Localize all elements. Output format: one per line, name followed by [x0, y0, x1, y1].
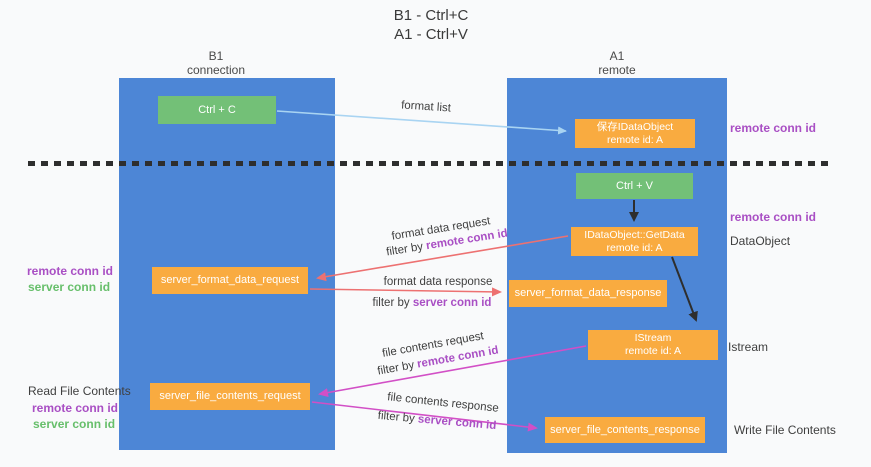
lane-header-a1: A1 remote [557, 49, 677, 77]
lane-b1-subtitle: connection [186, 63, 246, 77]
annotation-server-conn-id-mid-left: server conn id [28, 280, 111, 294]
server-file-contents-request-box: server_file_contents_request [150, 383, 310, 410]
annotation-read-file-contents: Read File Contents [28, 384, 131, 398]
label-filter-by-server-2: filter by server conn id [377, 410, 496, 432]
label-format-data-response: format data response [383, 276, 493, 288]
phase-divider-dashed-line [28, 161, 832, 166]
diagram-title: B1 - Ctrl+C A1 - Ctrl+V [331, 6, 531, 44]
server-format-data-response-box: server_format_data_response [509, 280, 667, 307]
annotation-dataobject: DataObject [730, 234, 791, 248]
getdata-line2: remote id: A [606, 241, 663, 254]
filter-by-text: filter by [377, 409, 419, 426]
idataobject-getdata-box: IDataObject::GetData remote id: A [571, 227, 698, 256]
lane-b1-name: B1 [208, 49, 224, 63]
filter-by-text: filter by [385, 240, 428, 259]
label-filter-by-server-1: filter by server conn id [373, 297, 492, 309]
filter-by-text: filter by [376, 358, 419, 378]
server-format-data-response-label: server_format_data_response [514, 287, 662, 299]
getdata-line1: IDataObject::GetData [584, 228, 685, 241]
annotation-istream: Istream [728, 340, 769, 354]
ctrl-c-box: Ctrl + C [158, 96, 276, 124]
annotation-server-conn-id-bottom-left: server conn id [33, 417, 116, 431]
lane-a1-name: A1 [609, 49, 625, 63]
server-file-contents-request-label: server_file_contents_request [159, 390, 301, 402]
annotation-remote-conn-id-mid-left: remote conn id [27, 264, 114, 278]
istream-line2: remote id: A [624, 345, 682, 357]
title-line-1: B1 - Ctrl+C [393, 7, 469, 24]
ctrl-c-label: Ctrl + C [198, 103, 236, 116]
ctrl-v-label: Ctrl + V [616, 179, 653, 192]
save-idataobject-box: 保存IDataObject remote id: A [575, 119, 695, 148]
arrow-format-data-response [309, 287, 502, 297]
save-idataobject-line1: 保存IDataObject [596, 120, 674, 133]
server-conn-id-text: server conn id [412, 297, 492, 309]
ctrl-v-box: Ctrl + V [576, 173, 693, 199]
annotation-remote-conn-id-bottom-left: remote conn id [32, 401, 119, 415]
label-format-list: format list [400, 99, 452, 115]
server-format-data-request-label: server_format_data_request [160, 274, 300, 286]
annotation-remote-conn-id-top-right: remote conn id [730, 121, 817, 135]
lane-header-b1: B1 connection [156, 49, 276, 77]
lane-a1-subtitle: remote [598, 63, 636, 77]
title-line-2: A1 - Ctrl+V [394, 26, 468, 43]
server-file-contents-response-label: server_file_contents_response [550, 423, 700, 436]
server-file-contents-response-box: server_file_contents_response [545, 417, 705, 443]
save-idataobject-line2: remote id: A [606, 133, 664, 146]
server-format-data-request-box: server_format_data_request [152, 267, 308, 294]
filter-by-text: filter by [372, 297, 413, 309]
annotation-remote-conn-id-mid-right: remote conn id [730, 210, 817, 224]
annotation-write-file-contents: Write File Contents [734, 423, 836, 437]
server-conn-id-text: server conn id [417, 413, 497, 433]
istream-box: IStream remote id: A [588, 330, 718, 360]
istream-line1: IStream [634, 332, 672, 344]
